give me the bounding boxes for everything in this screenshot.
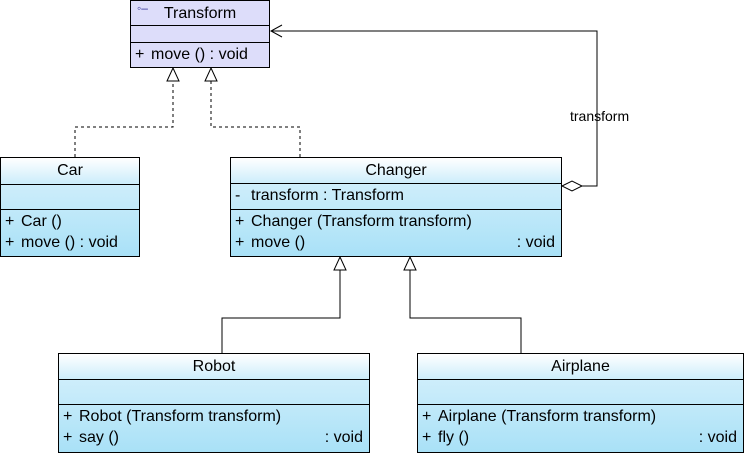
transform-attributes [131,25,269,42]
transform-operations: + move () : void [131,42,269,65]
airplane-class[interactable]: Airplane + Airplane (Transform transform)… [417,353,744,453]
operation-signature: Airplane (Transform transform) [438,408,657,425]
operation-signature: say () [79,429,119,446]
changer-class-name: Changer [365,162,427,179]
visibility-marker: + [135,46,145,63]
changer-attributes: -transform : Transform [231,183,561,209]
robot-attributes [59,379,369,404]
robot-generalization-arrowhead [333,255,347,271]
changer-header: Changer [231,158,561,183]
operation-row: + move () : void [231,232,561,253]
operation-row: + move () : void [131,44,269,65]
car-class[interactable]: Car + Car () + move () : void [0,157,140,257]
operation-signature: Car () [21,213,62,230]
airplane-operations: + Airplane (Transform transform) + fly ():… [418,404,743,448]
operation-row: + Car () [1,211,139,232]
visibility-marker: - [235,187,241,204]
car-header: Car [1,158,139,184]
operation-signature: move () : void [21,234,118,251]
visibility-marker: + [5,213,15,230]
airplane-attributes [418,379,743,404]
operation-row: + Robot (Transform transform) [59,406,369,427]
car-class-name: Car [57,162,83,179]
robot-class-name: Robot [192,358,236,375]
interface-icon: ◦– [137,1,148,15]
operation-return-type: : void [324,429,363,446]
operation-signature: Changer (Transform transform) [251,213,472,230]
operation-signature: move () [251,234,306,251]
visibility-marker: + [5,234,15,251]
visibility-marker: + [422,429,432,446]
robot-generalization-line [221,270,341,353]
changer-realization-line [210,81,301,157]
car-operations: + Car () + move () : void [1,209,139,253]
changer-class[interactable]: Changer -transform : Transform + Changer … [230,157,562,257]
changer-realization-arrowhead [204,66,218,82]
changer-operations: + Changer (Transform transform) + move ():… [231,209,561,253]
aggregation-label: transform [570,108,630,124]
aggregation-line [271,30,598,187]
operation-signature: Robot (Transform transform) [79,408,282,425]
robot-operations: + Robot (Transform transform) + say () : vo… [59,404,369,448]
operation-signature: move () : void [151,46,248,63]
operation-signature: fly () [438,429,470,446]
attribute-signature: transform : Transform [251,187,404,204]
transform-class-name: Transform [163,5,237,22]
airplane-class-name: Airplane [551,358,610,375]
operation-row: + say () : void [59,427,369,448]
operation-row: + fly () : void [418,427,743,448]
aggregation-open-arrowhead [269,24,283,38]
operation-row: + Changer (Transform transform) [231,211,561,232]
airplane-generalization-line [409,270,522,353]
operation-row: + move () : void [1,232,139,253]
robot-class[interactable]: Robot + Robot (Transform transform) + say … [58,353,370,453]
transform-interface[interactable]: ◦– Transform + move () : void [130,0,270,68]
robot-header: Robot [59,354,369,379]
attribute-row: -transform : Transform [231,185,561,206]
visibility-marker: + [422,408,432,425]
visibility-marker: + [63,429,73,446]
visibility-marker: + [235,234,245,251]
airplane-header: Airplane [418,354,743,379]
car-attributes [1,184,139,209]
aggregation-diamond [560,180,584,192]
airplane-generalization-arrowhead [403,255,417,271]
operation-return-type: : void [698,429,737,446]
car-realization-line [74,81,174,157]
operation-return-type: : void [516,234,555,251]
car-realization-arrowhead [166,66,180,82]
visibility-marker: + [235,213,245,230]
visibility-marker: + [63,408,73,425]
transform-header: ◦– Transform [131,1,269,25]
operation-row: + Airplane (Transform transform) [418,406,743,427]
